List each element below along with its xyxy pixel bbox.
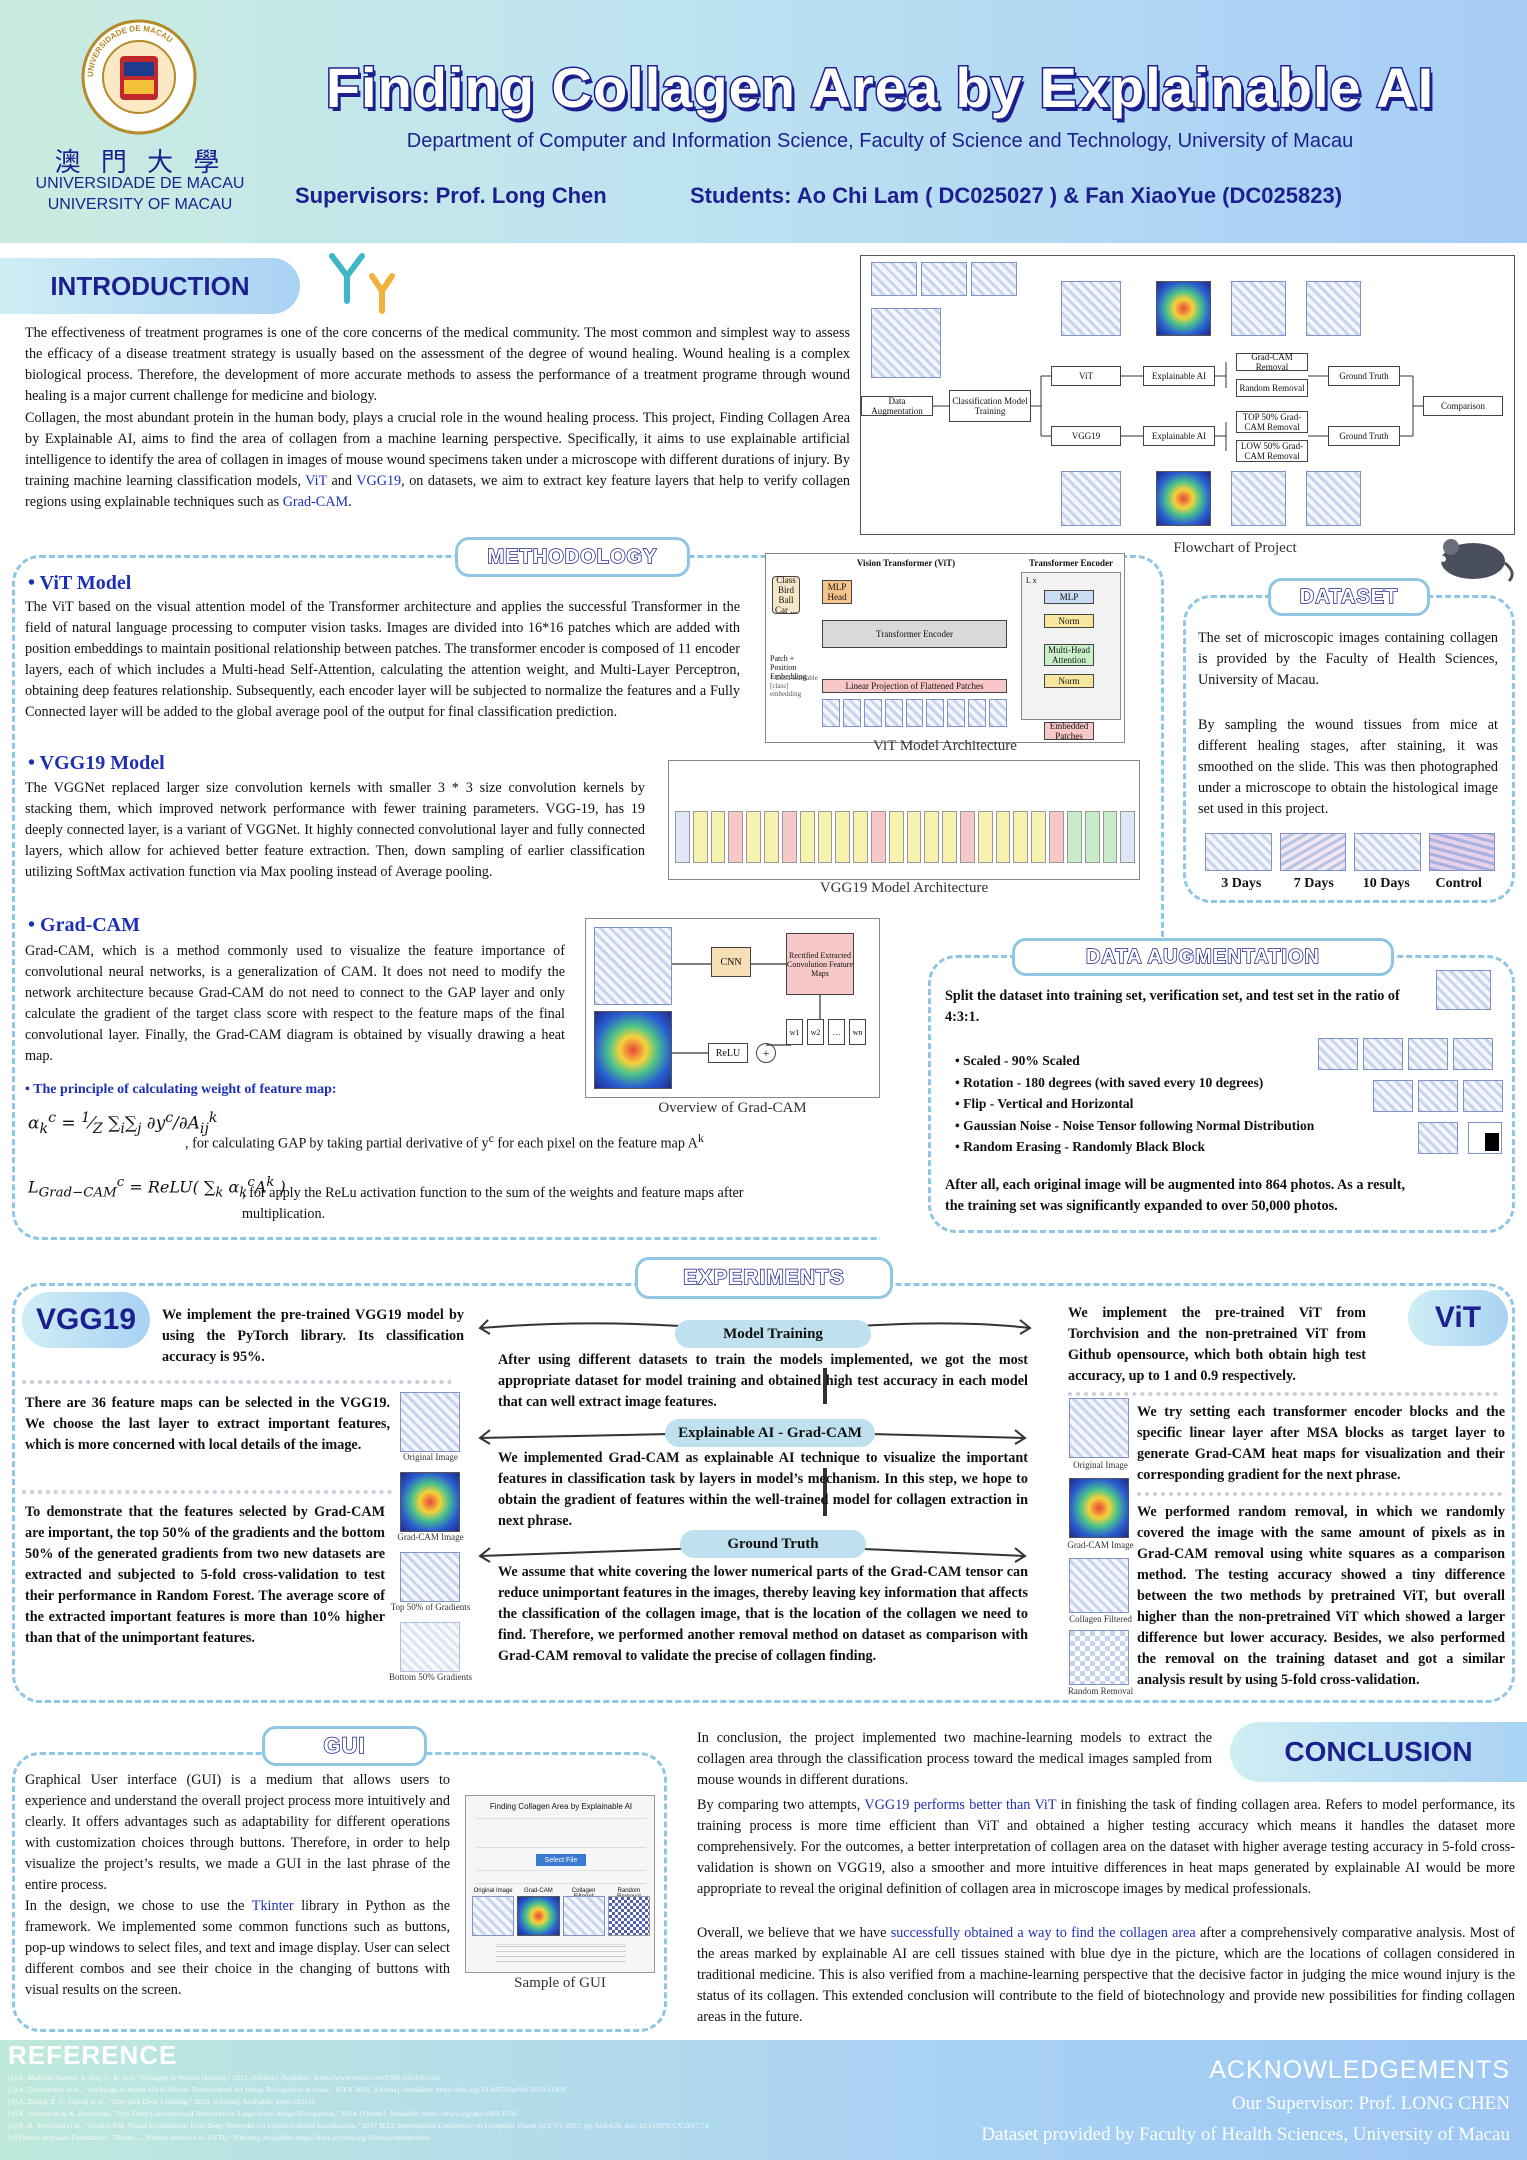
department: Department of Computer and Information S… — [406, 130, 1354, 152]
university-logo-icon: UNIVERSIDADE DE MACAU — [81, 19, 197, 135]
gradcam-title: • Grad-CAM — [28, 914, 140, 936]
logo-en-name: UNIVERSITY OF MACAU — [47, 196, 233, 213]
supervisors: Supervisors: Prof. Long Chen — [295, 183, 607, 208]
aug-item: • Flip - Vertical and Horizontal — [955, 1096, 1134, 1111]
vit-exp-paragraph-1: We implement the pre-trained ViT from To… — [1068, 1305, 1366, 1384]
principle-title: • The principle of calculating weight of… — [25, 1082, 337, 1097]
mouse-icon — [1440, 539, 1514, 583]
reference-item: [2] A. Dosovitskiy et al., "An Image is … — [8, 2085, 566, 2094]
equation-weight-text: , for calculating GAP by taking partial … — [185, 1131, 704, 1152]
equation-gradcam-text: , for apply the ReLu activation function… — [242, 1185, 744, 1222]
conclusion-paragraph-1: By comparing two attempts, VGG19 perform… — [697, 1797, 1516, 1897]
aug-item: • Scaled - 90% Scaled — [955, 1053, 1080, 1068]
gradcam-overview-caption: Overview of Grad-CAM — [658, 1100, 807, 1116]
augmentation-outro: After all, each original image will be a… — [945, 1177, 1405, 1214]
vit-highlight: ViT — [305, 473, 327, 489]
gui-paragraph-1: Graphical User interface (GUI) is a medi… — [25, 1772, 450, 1893]
antibody-icon — [329, 253, 395, 314]
augmentation-heading: DATA AUGMENTATION — [1012, 938, 1394, 976]
conclusion-highlight-2: successfully obtained a way to find the … — [890, 1925, 1196, 1941]
vgg-exp-paragraph-3: To demonstrate that the features selecte… — [25, 1504, 385, 1646]
vit-exp-images: Original Image Grad-CAM Image Collagen F… — [1063, 1398, 1138, 1698]
reference-item: [3] A. Zhang, Z. C. Lipton et al., "Dive… — [8, 2097, 316, 2106]
reference-item: [6] Python Software Foundation, "Tkinter… — [8, 2133, 431, 2142]
ground-truth-pill: Ground Truth — [680, 1530, 866, 1558]
experiments-heading: EXPERIMENTS — [635, 1257, 893, 1299]
vit-architecture-figure: Vision Transformer (ViT) Transformer Enc… — [765, 553, 1125, 743]
vgg-model-title: • VGG19 Model — [28, 752, 165, 774]
intro-paragraph-1: The effectiveness of treatment programes… — [25, 325, 850, 404]
equation-gradcam: LGrad−CAMc = ReLU( ∑k αkcAk ) — [28, 1175, 286, 1201]
gui-select-file-button[interactable]: Select File — [536, 1854, 586, 1866]
vgg-exp-paragraph-2: There are 36 feature maps can be selecte… — [25, 1395, 390, 1453]
logo-pt-name: UNIVERSIDADE DE MACAU — [35, 175, 245, 192]
flowchart-caption: Flowchart of Project — [1173, 540, 1297, 556]
vgg-architecture-caption: VGG19 Model Architecture — [819, 880, 989, 896]
dataset-samples — [1205, 833, 1495, 871]
conclusion-paragraph-2: Overall, we believe that we have success… — [697, 1925, 1515, 2025]
logo-chinese-name: 澳 門 大 學 — [54, 148, 226, 178]
reference-item: [4] K. Simonyan & A. Zisserman, "Very De… — [8, 2109, 517, 2118]
vgg-exp-paragraph-1: We implement the pre-trained VGG19 model… — [162, 1307, 464, 1365]
gradcam-overview-figure: CNN Rectified Extracted Convolution Feat… — [585, 918, 880, 1098]
conclusion-highlight-1: VGG19 performs better than ViT — [864, 1797, 1057, 1813]
reference-list: [1] K. Mathew-Steiner, S. Roy, C. K. Sen… — [8, 2072, 808, 2144]
poster-title: Finding Collagen Area by Explainable AI — [324, 55, 1435, 121]
gradcam-text: Grad-CAM, which is a method commonly use… — [25, 943, 565, 1064]
aug-item: • Random Erasing - Randomly Black Block — [955, 1139, 1206, 1154]
reference-item: [5] R. R. Selvaraju et al., "Grad-CAM: V… — [8, 2121, 709, 2130]
dataset-paragraph-1: The set of microscopic images containing… — [1198, 630, 1498, 688]
dataset-paragraph-2: By sampling the wound tissues from mice … — [1198, 717, 1498, 817]
augmentation-samples — [1318, 970, 1508, 1160]
conclusion-intro: In conclusion, the project implemented t… — [697, 1730, 1212, 1788]
vit-architecture-caption: ViT Model Architecture — [873, 738, 1017, 754]
gradcam-highlight: Grad-CAM — [282, 494, 349, 510]
experiment-arrows — [478, 1319, 1032, 1563]
reference-heading: REFERENCE — [8, 2040, 178, 2070]
vit-exp-paragraph-3: We performed random removal, in which we… — [1137, 1504, 1505, 1688]
vgg-architecture-figure — [668, 760, 1140, 880]
explainable-ai-pill: Explainable AI - Grad-CAM — [665, 1419, 875, 1447]
ack-line-2: Dataset provided by Faculty of Health Sc… — [981, 2124, 1510, 2145]
augmentation-intro: Split the dataset into training set, ver… — [945, 988, 1400, 1025]
vit-pill: ViT — [1408, 1290, 1508, 1346]
vgg-highlight: VGG19 — [356, 473, 402, 489]
intro-paragraph-2: Collagen, the most abundant protein in t… — [25, 410, 850, 510]
project-flowchart: Data Augmentation Classification Model T… — [860, 255, 1515, 535]
model-training-text: After using different datasets to train … — [498, 1352, 1028, 1410]
dataset-heading: DATASET — [1268, 578, 1430, 616]
explainable-ai-text: We implemented Grad-CAM as explainable A… — [498, 1450, 1028, 1529]
reference-item: [1] K. Mathew-Steiner, S. Roy, C. K. Sen… — [8, 2073, 440, 2082]
vgg19-pill: VGG19 — [22, 1292, 150, 1348]
methodology-heading: METHODOLOGY — [455, 537, 690, 577]
equation-weight: αkc = 1⁄Z ∑i∑j ∂yc/∂Aijk — [28, 1110, 218, 1138]
students: Students: Ao Chi Lam ( DC025027 ) & Fan … — [690, 183, 1343, 208]
ack-line-1: Our Supervisor: Prof. LONG CHEN — [1231, 2093, 1510, 2114]
model-training-pill: Model Training — [675, 1320, 871, 1348]
gui-paragraph-2: In the design, we chose to use the Tkint… — [25, 1898, 450, 1998]
aug-item: • Rotation - 180 degrees (with saved eve… — [955, 1074, 1264, 1090]
reference-footer: REFERENCE [1] K. Mathew-Steiner, S. Roy,… — [0, 2040, 1527, 2160]
tkinter-highlight: Tkinter — [251, 1898, 294, 1914]
gui-heading: GUI — [262, 1726, 427, 1766]
acknowledgements-heading: ACKNOWLEDGEMENTS — [1209, 2056, 1510, 2084]
introduction-heading: INTRODUCTION — [0, 258, 300, 314]
conclusion-heading: CONCLUSION — [1230, 1722, 1527, 1782]
augmentation-list: • Scaled - 90% Scaled • Rotation - 180 d… — [955, 1050, 1314, 1158]
vit-exp-paragraph-2: We try setting each transformer encoder … — [1137, 1404, 1505, 1483]
vgg-model-text: The VGGNet replaced larger size convolut… — [25, 780, 645, 880]
aug-item: • Gaussian Noise - Noise Tensor followin… — [955, 1117, 1315, 1133]
gui-caption: Sample of GUI — [514, 1975, 606, 1991]
poster-header: UNIVERSIDADE DE MACAU 澳 門 大 學 UNIVERSIDA… — [0, 0, 1527, 243]
vgg-exp-images: Original Image Grad-CAM Image Top 50% of… — [389, 1392, 472, 1692]
vit-model-text: The ViT based on the visual attention mo… — [25, 599, 740, 720]
gui-sample-window: Finding Collagen Area by Explainable AI … — [465, 1795, 655, 1973]
ground-truth-text: We assume that white covering the lower … — [498, 1564, 1028, 1664]
vit-model-title: • ViT Model — [28, 572, 132, 594]
